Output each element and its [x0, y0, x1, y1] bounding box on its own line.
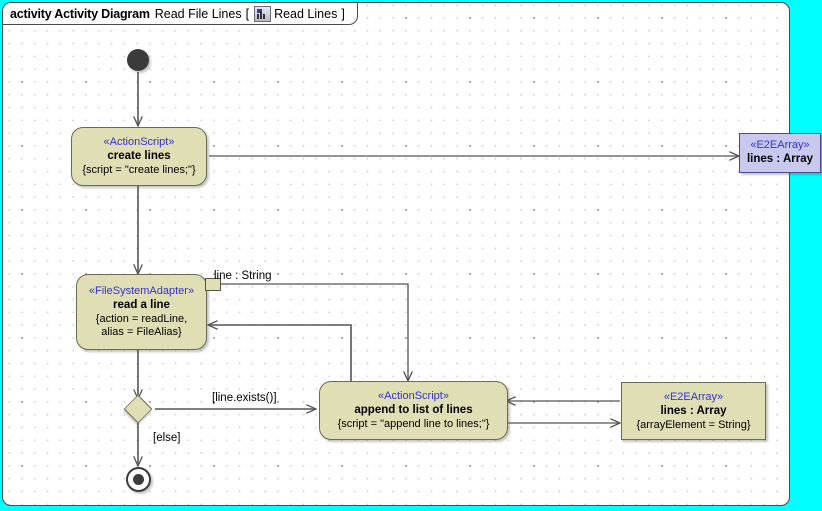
node-property-label-2: alias = FileAlias} [101, 326, 182, 338]
node-property-label: {script = "create lines;"} [82, 164, 196, 176]
edge-read-a-line-pin-to-append [219, 283, 408, 381]
activity-final-node[interactable] [126, 467, 151, 492]
frame-bracket-close: ] [341, 6, 345, 21]
stereotype-label: «FileSystemAdapter» [88, 285, 195, 297]
frame-bracket-open: [ [245, 6, 250, 21]
action-node-create-lines[interactable]: «ActionScript» create lines {script = "c… [71, 127, 207, 186]
frame-inner-name: Read Lines [274, 6, 338, 21]
node-name-label: read a line [113, 299, 170, 311]
action-node-read-a-line[interactable]: «FileSystemAdapter» read a line {action … [76, 274, 207, 350]
frame-name: Read File Lines [154, 6, 242, 21]
node-name-label: append to list of lines [354, 404, 473, 416]
stereotype-label: «E2EArray» [663, 390, 724, 403]
object-node-lines-array-top[interactable]: «E2EArray» lines : Array [739, 133, 821, 173]
action-node-append-to-list-of-lines[interactable]: «ActionScript» append to list of lines {… [319, 381, 508, 440]
final-node-inner [133, 474, 144, 485]
stereotype-label: «ActionScript» [103, 136, 175, 148]
guard-label-else: [else] [153, 432, 181, 444]
edge-append-to-read-a-line-loop [208, 325, 352, 381]
frame-title-tab[interactable]: activity Activity Diagram Read File Line… [3, 3, 358, 25]
stereotype-label: «ActionScript» [378, 390, 449, 402]
output-pin-label: line : String [214, 270, 272, 282]
node-name-label: create lines [107, 150, 171, 162]
activity-diagram-frame: activity Activity Diagram Read File Line… [2, 2, 790, 506]
initial-node[interactable] [127, 49, 149, 71]
node-name-label: lines : Array [746, 153, 814, 165]
frame-keyword: activity Activity Diagram [10, 6, 150, 21]
stereotype-label: «E2EArray» [750, 139, 810, 151]
node-property-label: {script = "append line to lines;"} [337, 418, 490, 430]
node-property-label-1: {action = readLine, [95, 313, 188, 325]
node-property-label: {arrayElement = String} [636, 418, 751, 431]
guard-label-line-exists: [line.exists()] [212, 392, 277, 404]
activity-diagram-icon [254, 5, 272, 22]
node-name-label: lines : Array [660, 404, 727, 417]
object-node-lines-array-bottom[interactable]: «E2EArray» lines : Array {arrayElement =… [621, 382, 766, 440]
decision-node[interactable] [123, 394, 153, 424]
